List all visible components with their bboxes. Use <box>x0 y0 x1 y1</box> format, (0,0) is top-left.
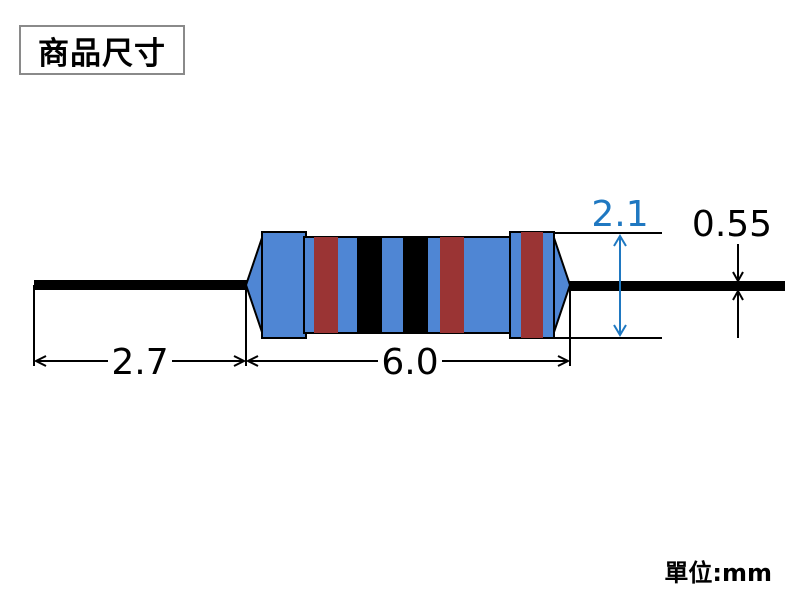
band-3 <box>403 237 428 333</box>
body-length-dimension <box>245 355 571 367</box>
body-diameter-label: 2.1 <box>591 194 648 235</box>
lead-length-dimension <box>33 355 247 367</box>
band-2 <box>357 237 382 333</box>
length-extension-lines <box>33 285 571 366</box>
lead-length-label: 2.7 <box>111 342 168 383</box>
unit-label: 單位:mm <box>664 559 772 587</box>
band-4 <box>440 237 464 333</box>
lead-diameter-dimension <box>732 244 744 338</box>
page-title: 商品尺寸 <box>19 25 185 75</box>
body-diameter-dimension <box>554 232 662 339</box>
lead-diameter-label: 0.55 <box>692 204 772 245</box>
band-1 <box>314 237 338 333</box>
body-length-label: 6.0 <box>381 342 438 383</box>
band-5 <box>521 232 543 338</box>
